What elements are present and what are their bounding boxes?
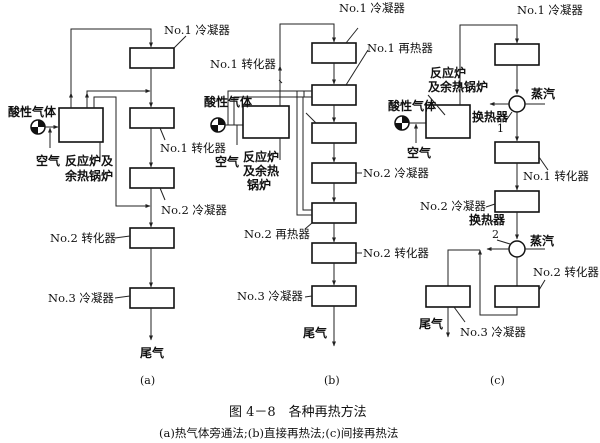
furnace-box-c [425,104,471,139]
converter2-box-b [311,242,357,264]
figure-title: 图 4－8 各种再热方法 [229,404,367,420]
condenser1-label-b: No.1 冷凝器 [339,1,405,15]
exchanger2-number-c: 2 [492,228,499,241]
panel-label-c: (c) [490,374,505,387]
condenser3-box-c [425,285,471,308]
furnace-label-b-3: 锅炉 [247,177,271,192]
exchanger1-label-c: 换热器 [472,109,509,124]
condenser3-label-c: No.3 冷凝器 [460,325,526,339]
condenser2-label-c: No.2 冷凝器 [420,199,486,213]
heat-exchanger-2-icon [508,240,526,258]
converter1-label-b: No.1 转化器 [210,57,276,71]
condenser1-box-c [494,43,540,66]
acid-gas-label-b: 酸性气体 [204,94,253,109]
converter1-box-c [494,141,540,164]
furnace-label-b-1: 反应炉 [243,149,279,164]
tail-gas-label-b: 尾气 [303,325,327,340]
condenser1-label-c: No.1 冷凝器 [517,3,583,17]
condenser2-label-b: No.2 冷凝器 [363,166,429,180]
furnace-label-c-2: 及余热锅炉 [428,79,488,94]
panel-label-b: (b) [324,374,340,387]
air-label-b: 空气 [215,154,239,169]
steam1-label-c: 蒸汽 [531,86,555,101]
tail-gas-label-a: 尾气 [140,345,164,360]
reheater1-label-b: No.1 再热器 [367,41,433,55]
tail-gas-label-c: 尾气 [419,316,443,331]
air-label-a: 空气 [36,153,60,168]
reheater2-label-b: No.2 再热器 [244,227,310,241]
figure-subtitle: (a)热气体旁通法;(b)直接再热法;(c)间接再热法 [159,426,398,440]
converter2-box-a [129,227,175,249]
exchanger2-label-c: 换热器 [469,212,506,227]
furnace-box-a [58,107,104,143]
blower-icon [210,117,226,133]
condenser2-box-c [494,190,540,213]
air-label-c: 空气 [407,145,431,160]
furnace-label-b-2: 及余热 [243,163,279,178]
furnace-label-a-1: 反应炉及 [65,153,114,168]
condenser3-box-a [129,287,175,309]
condenser2-box-a [129,167,175,189]
reheater1-box-b [311,84,357,106]
condenser2-label-a: No.2 冷凝器 [161,203,227,217]
heat-exchanger-1-icon [508,95,526,113]
condenser3-label-b: No.3 冷凝器 [237,289,303,303]
blower-icon [30,119,46,135]
acid-gas-label-c: 酸性气体 [388,98,437,113]
acid-gas-label-a: 酸性气体 [8,104,57,119]
condenser1-box-a [129,47,175,69]
converter1-label-c: No.1 转化器 [523,169,589,183]
condenser2-box-b [311,162,357,184]
panel-label-a: (a) [140,374,155,387]
reheater2-box-b [311,202,357,224]
converter1-label-a: No.1 转化器 [160,141,226,155]
converter2-box-c [494,285,540,308]
panel-a: 酸性气体 空气 反应炉及 余热锅炉 No.1 冷凝器 No.1 转化器 No.2… [8,23,230,387]
condenser1-label-a: No.1 冷凝器 [164,23,230,37]
condenser3-box-b [311,285,357,307]
panel-b: No.1 冷凝器 No.1 再热器 No.1 转化器 酸性气体 空气 反应炉 及… [204,1,433,387]
steam2-label-c: 蒸汽 [530,233,554,248]
converter2-label-b: No.2 转化器 [363,246,429,260]
panel-c: No.1 冷凝器 反应炉 及余热锅炉 酸性气体 空气 蒸汽 换热器 1 No.1… [388,3,599,387]
furnace-box-b [242,105,290,139]
blower-icon [394,115,410,131]
furnace-label-a-2: 余热锅炉 [64,168,113,183]
converter2-label-a: No.2 转化器 [50,231,116,245]
furnace-label-c-1: 反应炉 [430,65,466,80]
condenser1-box-b [311,42,357,64]
condenser3-label-a: No.3 冷凝器 [48,291,114,305]
converter2-label-c: No.2 转化器 [533,265,599,279]
converter1-box-a [129,107,175,129]
exchanger1-number-c: 1 [497,122,504,135]
converter1-box-b [311,122,357,144]
